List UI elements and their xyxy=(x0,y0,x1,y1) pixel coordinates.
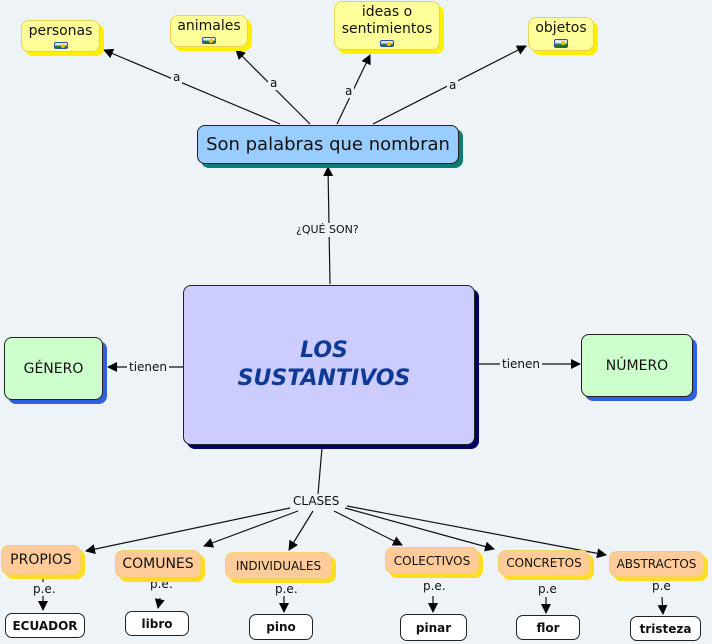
main-title-line2: SUSTANTIVOS xyxy=(237,366,411,391)
concept-animales[interactable]: animales xyxy=(170,15,248,47)
link-clases-individuales xyxy=(288,510,314,551)
example-label: tristeza xyxy=(639,621,692,636)
concept-label: animales xyxy=(177,18,241,34)
link-label-pe: p.e xyxy=(536,582,559,596)
image-icon[interactable] xyxy=(380,40,394,47)
link-label-pe: p.e xyxy=(650,579,673,593)
concept-label: Son palabras que nombran xyxy=(206,134,450,155)
concept-label: GÉNERO xyxy=(23,360,84,377)
concept-label: ABSTRACTOS xyxy=(616,557,697,571)
concept-comunes[interactable]: COMUNES xyxy=(115,550,201,578)
link-label-pe: p.e. xyxy=(273,582,300,596)
concept-objetos[interactable]: objetos xyxy=(528,17,594,51)
link-clases-propios xyxy=(85,507,291,555)
link-label-pe: p.e. xyxy=(421,579,448,593)
link-label-pe: p.e. xyxy=(31,582,58,596)
concept-label: NÚMERO xyxy=(605,357,669,374)
link-clases-comunes xyxy=(203,510,299,548)
concept-label: personas xyxy=(28,23,93,39)
link-label-tienen: tienen xyxy=(127,360,170,374)
link-label-a: a xyxy=(171,70,183,84)
example-ecuador[interactable]: ECUADOR xyxy=(5,613,85,638)
link-comunes-libro xyxy=(154,597,165,609)
link-clases-concretos xyxy=(344,507,495,552)
concept-ideas-o-sentimientos[interactable]: ideas o sentimientos xyxy=(334,1,440,50)
concept-label: objetos xyxy=(535,20,587,36)
link-label-que-son: ¿QUÉ SON? xyxy=(294,223,361,237)
image-icon[interactable] xyxy=(53,42,68,49)
example-label: pinar xyxy=(415,620,452,635)
concept-label: COLECTIVOS xyxy=(393,553,471,568)
link-abstractos-tristeza xyxy=(657,596,668,615)
concept-abstractos[interactable]: ABSTRACTOS xyxy=(609,551,704,577)
link-clases-abstractos xyxy=(346,505,607,559)
example-label: libro xyxy=(141,616,173,631)
concept-los-sustantivos[interactable]: LOS SUSTANTIVOS xyxy=(183,285,475,445)
concept-label: INDIVIDUALES xyxy=(235,558,322,573)
example-label: flor xyxy=(536,620,560,635)
example-tristeza[interactable]: tristeza xyxy=(630,616,701,641)
concept-label: PROPIOS xyxy=(10,552,72,568)
concept-propios[interactable]: PROPIOS xyxy=(1,545,81,575)
example-flor[interactable]: flor xyxy=(516,615,580,640)
link-label-a: a xyxy=(447,78,459,92)
example-pinar[interactable]: pinar xyxy=(400,614,467,641)
concept-label: COMUNES xyxy=(122,556,194,572)
concept-numero[interactable]: NÚMERO xyxy=(581,334,693,397)
link-clases-colectivos xyxy=(333,510,403,546)
concept-concretos[interactable]: CONCRETOS xyxy=(498,550,590,576)
concept-personas[interactable]: personas xyxy=(21,20,100,52)
link-label-clases: CLASES xyxy=(291,494,342,508)
concept-label-line2: sentimientos xyxy=(341,21,433,37)
link-label-pe: p.e. xyxy=(148,577,175,591)
concept-label-line1: ideas o xyxy=(361,4,413,20)
concept-individuales[interactable]: INDIVIDUALES xyxy=(225,552,332,579)
image-icon[interactable] xyxy=(554,39,568,48)
link-definition-personas xyxy=(103,48,281,125)
example-label: ECUADOR xyxy=(12,618,78,633)
example-libro[interactable]: libro xyxy=(125,611,189,636)
concept-label: CONCRETOS xyxy=(506,556,582,570)
example-label: pino xyxy=(266,620,296,634)
example-pino[interactable]: pino xyxy=(249,614,313,640)
concept-genero[interactable]: GÉNERO xyxy=(4,337,103,400)
main-title-line1: LOS xyxy=(300,338,348,363)
link-label-a: a xyxy=(343,84,355,98)
link-main-clases xyxy=(317,447,323,495)
image-icon[interactable] xyxy=(202,37,216,44)
concept-colectivos[interactable]: COLECTIVOS xyxy=(385,547,479,574)
link-label-a: a xyxy=(268,76,280,90)
link-label-tienen: tienen xyxy=(500,357,543,371)
concept-definition[interactable]: Son palabras que nombran xyxy=(197,125,459,164)
